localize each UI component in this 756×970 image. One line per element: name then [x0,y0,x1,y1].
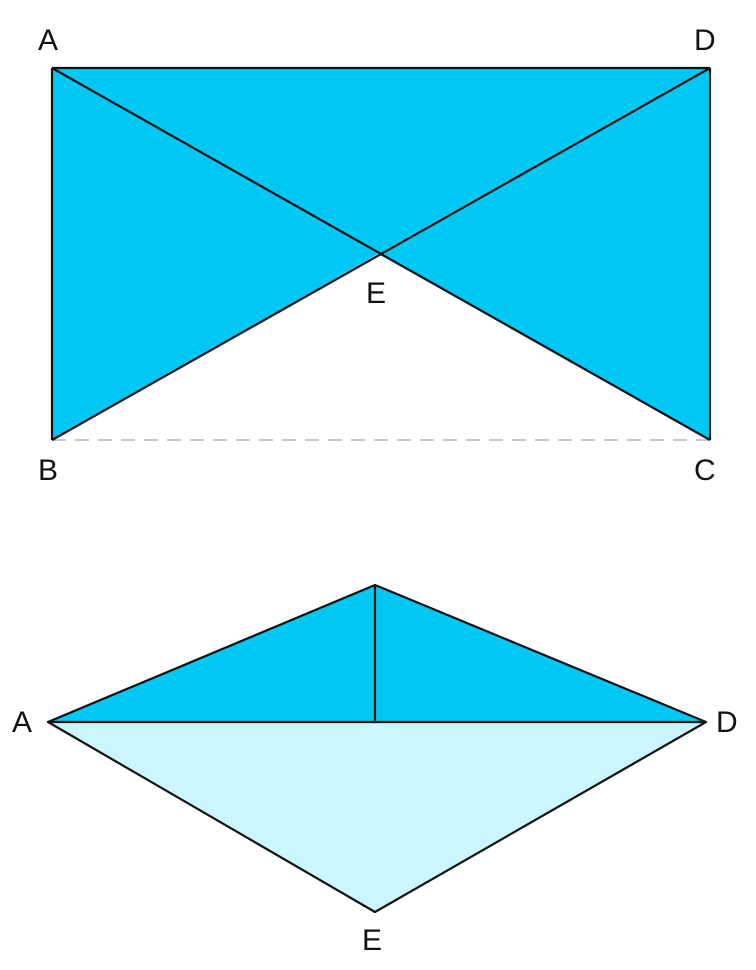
triangle-ade [52,68,710,254]
label-top-b: B [38,454,58,487]
edge-db [51,67,711,441]
label-bottom-a: A [12,706,32,739]
top-figure: A D E B C [38,24,716,487]
label-top-d: D [694,24,716,57]
triangle-dce [378,68,710,440]
bottom-figure: A D E [12,583,738,957]
triangle-abe [52,68,378,440]
label-top-e: E [366,277,386,310]
label-top-a: A [38,24,58,57]
label-top-c: C [694,454,716,487]
triangle-ade-light [48,722,706,912]
label-bottom-e: E [362,924,382,957]
label-bottom-d: D [716,706,738,739]
